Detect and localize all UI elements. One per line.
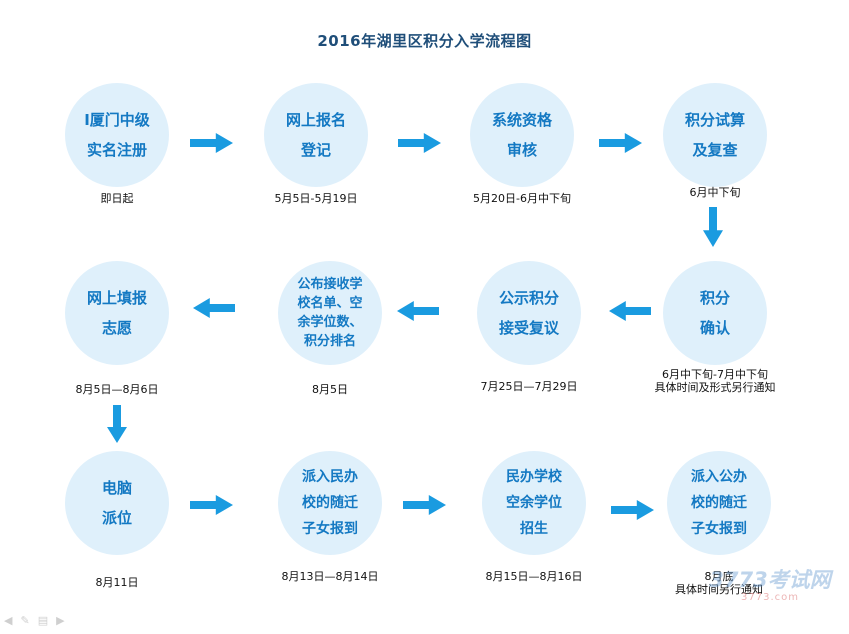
date-note-line: 8月5日—8月6日 — [75, 383, 159, 396]
step-label-line: 空余学位 — [506, 495, 562, 511]
step-label-line: Ⅰ厦门中级 — [84, 111, 150, 129]
flow-arrow-down-4 — [703, 207, 723, 247]
step-label-line: 积分排名 — [303, 334, 356, 349]
step-label-line: 公布接收学 — [297, 277, 363, 292]
step-label-line: 派位 — [101, 509, 132, 527]
step-6-circle: 公示积分接受复议 — [477, 261, 581, 365]
step-label-line: 登记 — [300, 141, 331, 159]
date-note-line: 8月15日—8月16日 — [485, 570, 583, 583]
date-note-line: 5月20日-6月中下旬 — [473, 192, 571, 205]
date-note-line: 8月底 — [704, 570, 734, 583]
step-label-line: 系统资格 — [491, 111, 552, 129]
date-note-line: 6月中下旬 — [689, 186, 741, 199]
step-6-date-note: 7月25日—7月29日 — [439, 380, 619, 393]
date-note-line: 具体时间及形式另行通知 — [654, 381, 776, 394]
diagram-title: 2016年湖里区积分入学流程图 — [317, 32, 532, 50]
step-8-date-note: 8月5日—8月6日 — [27, 383, 207, 396]
step-4-circle: 积分试算及复查 — [663, 83, 767, 187]
flow-arrow-down-8 — [107, 405, 127, 443]
previous-slide-icon[interactable]: ◀ — [4, 614, 13, 627]
step-label-line: 实名注册 — [86, 141, 147, 159]
step-4-date-note: 6月中下旬 — [625, 186, 805, 199]
step-label-line: 审核 — [506, 141, 537, 159]
date-note-line: 8月13日—8月14日 — [281, 570, 379, 583]
step-label-line: 志愿 — [101, 319, 132, 337]
step-9-circle: 电脑派位 — [65, 451, 169, 555]
step-2-date-note: 5月5日-5月19日 — [226, 192, 406, 205]
pen-icon[interactable]: ✎ — [20, 614, 30, 627]
flow-arrow-right-3 — [599, 133, 642, 153]
step-label-line: 确认 — [699, 319, 730, 337]
flow-arrow-right-1 — [190, 133, 233, 153]
step-1-circle: Ⅰ厦门中级实名注册 — [65, 83, 169, 187]
step-10-circle: 派入民办校的随迁子女报到 — [278, 451, 382, 555]
step-12-circle: 派入公办校的随迁子女报到 — [667, 451, 771, 555]
flow-arrow-left-6 — [397, 301, 439, 321]
step-5-circle: 积分确认 — [663, 261, 767, 365]
step-label-line: 校名单、空 — [297, 296, 363, 311]
step-10-date-note: 8月13日—8月14日 — [240, 570, 420, 583]
step-label-line: 接受复议 — [498, 319, 559, 337]
step-label-line: 招生 — [520, 521, 548, 537]
next-slide-icon[interactable]: ▶ — [56, 614, 65, 627]
step-label-line: 子女报到 — [691, 521, 747, 537]
step-label-line: 余学位数、 — [297, 315, 363, 330]
step-label-line: 电脑 — [101, 479, 132, 497]
step-11-circle: 民办学校空余学位招生 — [482, 451, 586, 555]
step-8-circle: 网上填报志愿 — [65, 261, 169, 365]
step-label-line: 子女报到 — [302, 521, 358, 537]
flow-arrow-left-7 — [193, 298, 235, 318]
step-3-date-note: 5月20日-6月中下旬 — [432, 192, 612, 205]
step-label-line: 民办学校 — [506, 469, 562, 485]
step-label-line: 积分试算 — [684, 111, 745, 129]
flow-arrow-right-11 — [611, 500, 654, 520]
slide-toolbar: ◀ ✎ ▤ ▶ — [4, 614, 65, 627]
step-label-line: 积分 — [699, 289, 730, 307]
menu-icon[interactable]: ▤ — [37, 614, 49, 627]
date-note-line: 8月5日 — [312, 383, 348, 396]
step-label-line: 派入公办 — [691, 469, 747, 485]
step-9-date-note: 8月11日 — [27, 576, 207, 589]
step-label-line: 校的随迁 — [302, 495, 358, 511]
flow-arrow-right-2 — [398, 133, 441, 153]
date-note-line: 7月25日—7月29日 — [480, 380, 578, 393]
date-note-line: 5月5日-5月19日 — [274, 192, 358, 205]
step-11-date-note: 8月15日—8月16日 — [444, 570, 624, 583]
flow-arrow-left-5 — [609, 301, 651, 321]
date-note-line: 具体时间另行通知 — [675, 583, 763, 596]
step-7-date-note: 8月5日 — [240, 383, 420, 396]
step-label-line: 公示积分 — [498, 289, 559, 307]
step-label-line: 网上报名 — [285, 111, 346, 129]
step-5-date-note: 6月中下旬-7月中下旬具体时间及形式另行通知 — [625, 368, 805, 394]
date-note-line: 6月中下旬-7月中下旬 — [662, 368, 768, 381]
date-note-line: 8月11日 — [95, 576, 139, 589]
flow-arrow-right-10 — [403, 495, 446, 515]
step-label-line: 派入民办 — [302, 469, 358, 485]
step-label-line: 及复查 — [692, 141, 738, 159]
date-note-line: 即日起 — [100, 192, 134, 205]
step-2-circle: 网上报名登记 — [264, 83, 368, 187]
step-label-line: 网上填报 — [86, 289, 147, 307]
step-12-date-note: 8月底具体时间另行通知 — [629, 570, 809, 596]
flow-arrow-right-9 — [190, 495, 233, 515]
step-label-line: 校的随迁 — [691, 495, 747, 511]
step-7-circle: 公布接收学校名单、空余学位数、积分排名 — [278, 261, 382, 365]
step-1-date-note: 即日起 — [27, 192, 207, 205]
step-3-circle: 系统资格审核 — [470, 83, 574, 187]
